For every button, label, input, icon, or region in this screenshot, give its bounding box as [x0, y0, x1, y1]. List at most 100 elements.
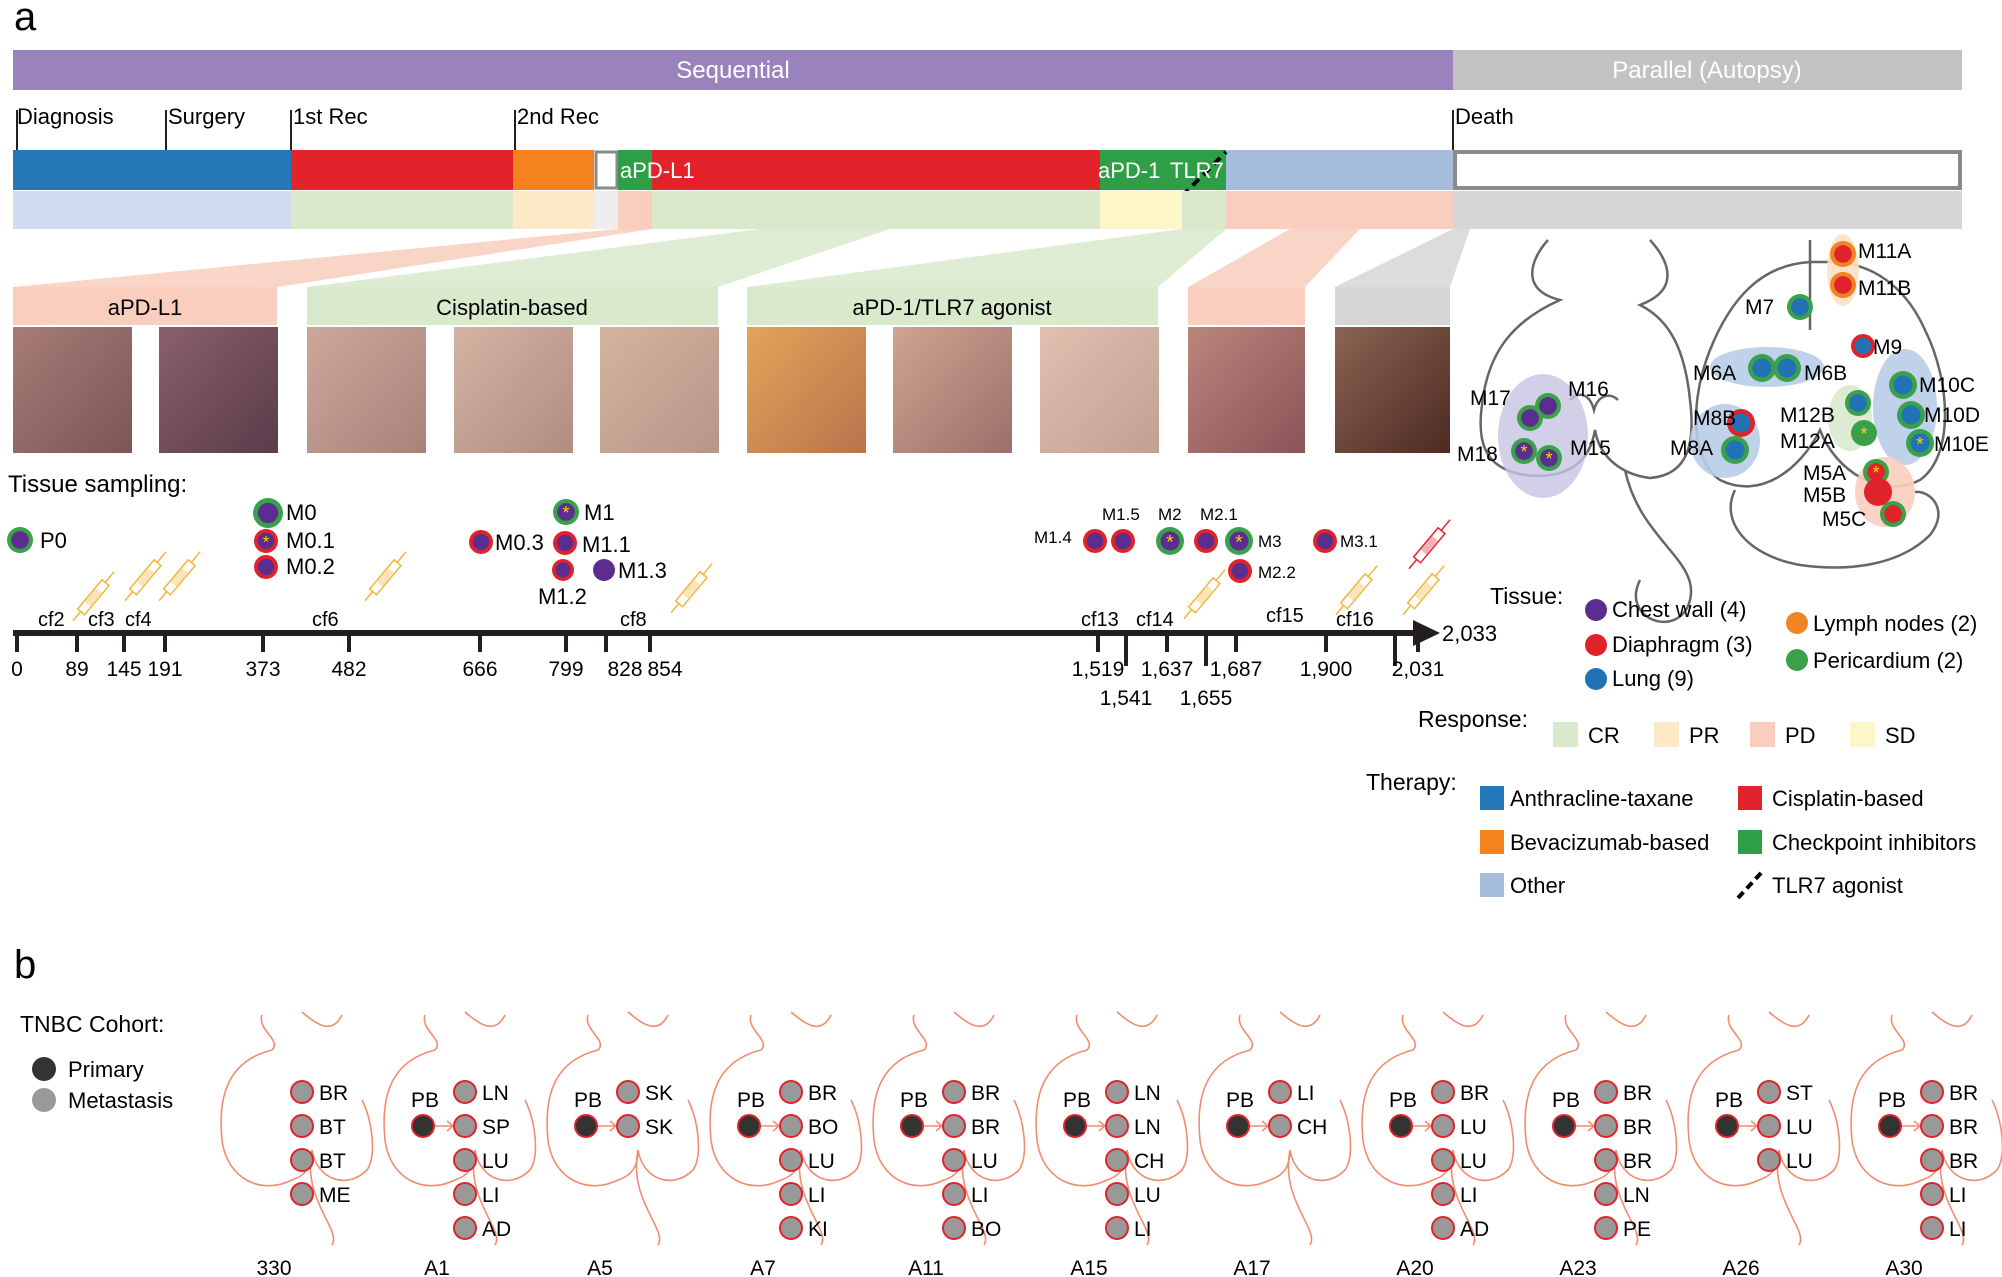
- cohort-site-label: SK: [645, 1082, 673, 1105]
- clinical-photos: [13, 327, 1450, 453]
- autopsy-dot-m10e: *: [1906, 429, 1934, 457]
- cohort-metastasis-dot: [453, 1080, 477, 1104]
- cohort-site-label: LU: [1786, 1116, 1813, 1139]
- sample-label-m0-3: M0.3: [495, 530, 544, 555]
- legend-tlr7: TLR7 agonist: [1772, 873, 1903, 898]
- cohort-metastasis-dot: [779, 1148, 803, 1172]
- cohort-metastasis-dot: [1105, 1182, 1129, 1206]
- cohort-metastasis-dot: [779, 1114, 803, 1138]
- cohort-site-label: LI: [1460, 1184, 1478, 1207]
- cfdna-syringes: [72, 519, 1451, 622]
- cohort-site-label: BR: [1460, 1082, 1489, 1105]
- panel-label-a: a: [14, 0, 37, 39]
- sample-label-m0: M0: [286, 500, 317, 525]
- sample-dot-m1-2: [552, 559, 574, 581]
- sample-dot-m1-1: [553, 531, 577, 555]
- autopsy-label-m11a: M11A: [1858, 240, 1911, 263]
- autopsy-dot-m16: [1535, 393, 1561, 419]
- autopsy-label-m10e: M10E: [1934, 433, 1989, 456]
- cohort-primary-dot: [1389, 1114, 1413, 1138]
- timeline-ticks: [15, 633, 1420, 666]
- photo-10: [1335, 327, 1450, 453]
- cohort-metastasis-dot: [290, 1182, 314, 1206]
- cohort-metastasis-dot: [1268, 1080, 1292, 1104]
- cohort-site-label: BO: [808, 1116, 838, 1139]
- day-1900: 1,900: [1300, 658, 1353, 681]
- cohort-metastasis-dot: [1431, 1216, 1455, 1240]
- sample-label-m1: M1: [584, 500, 615, 525]
- autopsy-label-m15: M15: [1570, 437, 1611, 460]
- cohort-site-label: LI: [808, 1184, 826, 1207]
- therapy-segment-cisplatin-1: [291, 150, 513, 190]
- cohort-metastasis-dot: [1594, 1182, 1618, 1206]
- cohort-metastasis-dot: [1757, 1114, 1781, 1138]
- legend-chest-wall: Chest wall (4): [1612, 597, 1746, 622]
- sample-dot-m3-1: [1313, 529, 1337, 553]
- autopsy-dot-m8a: [1721, 436, 1749, 464]
- cohort-site-label: LI: [1134, 1218, 1152, 1241]
- syringe-5: [1183, 569, 1226, 620]
- legend-sd: SD: [1885, 723, 1916, 748]
- sample-label-m2-2: M2.2: [1258, 563, 1296, 582]
- cohort-legend-primary-dot: [32, 1057, 56, 1081]
- photo-8: [1040, 327, 1159, 453]
- sequential-label: Sequential: [676, 57, 789, 84]
- autopsy-dots: *****: [1511, 241, 1934, 527]
- cohort-patient-id: A7: [750, 1257, 776, 1277]
- cohort-patient-id: 330: [256, 1257, 291, 1277]
- autopsy-label-m17: M17: [1470, 387, 1511, 410]
- sample-label-m2-1: M2.1: [1200, 505, 1238, 524]
- sample-dot-m1-3: [593, 559, 615, 581]
- cohort-metastasis-dot: [453, 1182, 477, 1206]
- cohort-arrow: [1413, 1120, 1433, 1132]
- legend-swatch-tlr7: [1736, 870, 1764, 900]
- cohort-metastasis-dot: [290, 1080, 314, 1104]
- cohort-metastasis-dot: [1594, 1148, 1618, 1172]
- cohort-metastasis-dot: [1920, 1182, 1944, 1206]
- cohort-metastasis-dot: [1105, 1114, 1129, 1138]
- autopsy-label-m12b: M12B: [1780, 404, 1835, 427]
- day-191: 191: [147, 658, 182, 681]
- cohort-patient-id: A5: [587, 1257, 613, 1277]
- cohort-arrow: [1902, 1120, 1922, 1132]
- sample-dot-m2-2: [1228, 559, 1252, 583]
- cohort-site-label: LU: [482, 1150, 509, 1173]
- autopsy-dot-m9: [1851, 334, 1875, 358]
- svg-text:*: *: [263, 533, 270, 552]
- legend-dot-lymph-nodes: [1786, 612, 1808, 634]
- legend-pr: PR: [1689, 723, 1720, 748]
- legend-therapy: Anthracline-taxane Cisplatin-based Bevac…: [1480, 786, 1976, 900]
- cohort-site-label: LI: [1297, 1082, 1315, 1105]
- syringe-7: [1402, 565, 1445, 616]
- cohort-primary-dot: [1226, 1114, 1250, 1138]
- autopsy-dot-m12a: *: [1851, 420, 1877, 446]
- autopsy-label-m11b: M11B: [1858, 277, 1911, 300]
- cohort-site-label: CH: [1134, 1150, 1164, 1173]
- syringe-0: [72, 571, 115, 622]
- cohort-site-label: LU: [1786, 1150, 1813, 1173]
- autopsy-dot-m5b: [1864, 478, 1892, 506]
- cohort-site-label: LU: [1460, 1116, 1487, 1139]
- legend-pericardium: Pericardium (2): [1813, 648, 1963, 673]
- autopsy-dot-m5c: [1880, 501, 1906, 527]
- cohort-patient-id: A20: [1396, 1257, 1433, 1277]
- cohort-site-label: BR: [1949, 1082, 1978, 1105]
- legend-dot-diaphragm: [1585, 634, 1607, 656]
- cohort-metastasis-dot: [453, 1216, 477, 1240]
- cohort-site-label: LU: [971, 1150, 998, 1173]
- cohort-site-label: LI: [1949, 1218, 1967, 1241]
- legend-lymph-nodes: Lymph nodes (2): [1813, 611, 1977, 636]
- legend-swatch-sd: [1850, 722, 1875, 747]
- cohort-metastasis-dot: [1920, 1080, 1944, 1104]
- photo-3: [307, 327, 426, 453]
- cohort-legend-metastasis-dot: [32, 1088, 56, 1112]
- therapy-segment-other: [1226, 150, 1453, 190]
- legend-cr: CR: [1588, 723, 1620, 748]
- sample-dot-m0: [253, 498, 283, 528]
- day-0: 0: [11, 658, 23, 681]
- photo-1: [13, 327, 132, 453]
- autopsy-label-m5c: M5C: [1822, 508, 1866, 531]
- day-1637: 1,637: [1141, 658, 1194, 681]
